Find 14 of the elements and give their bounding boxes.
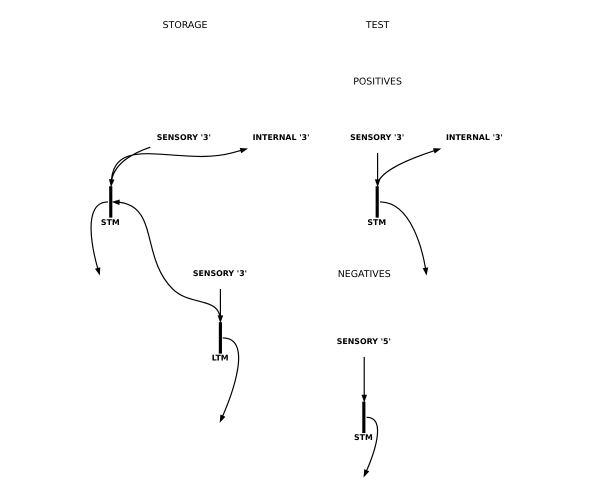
label: STORAGE <box>162 20 208 31</box>
node-text: SENSORY '3' <box>350 132 404 142</box>
label: TEST <box>366 20 390 31</box>
node-text: INTERNAL '3' <box>446 132 503 142</box>
node-label: STM <box>367 218 386 227</box>
node-text: INTERNAL '3' <box>252 132 310 142</box>
node-label: STM <box>100 218 120 227</box>
node-text: SENSORY '3' <box>192 268 248 278</box>
label: NEGATIVES <box>338 269 391 280</box>
node-text: SENSORY '5' <box>336 336 391 346</box>
label: POSITIVES <box>353 76 402 88</box>
node-text: SENSORY '3' <box>156 132 211 142</box>
node-label: LTM <box>212 354 229 363</box>
node-label: STM <box>354 433 373 442</box>
